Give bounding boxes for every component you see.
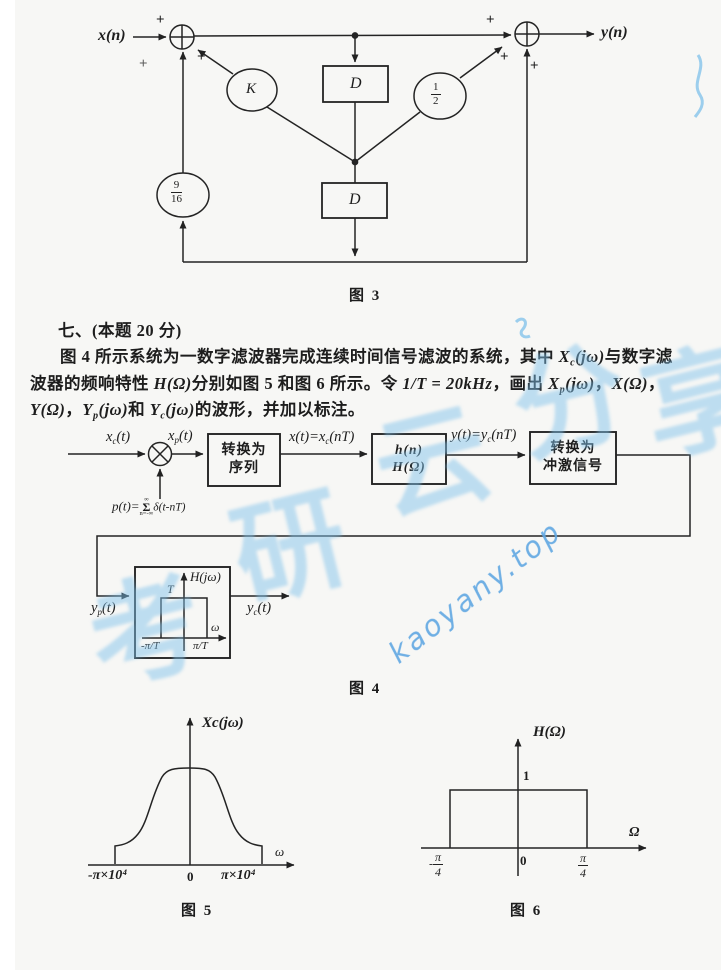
fig4-yn-label: y(t)=yc(nT) [451,427,517,445]
fig6-lineart [421,738,647,876]
to-sequence-box-label: 转换为序列 [221,443,267,476]
fig5-lineart [88,717,295,869]
fig4-lineart [68,431,691,659]
fig3-lineart [133,21,595,263]
fig5-neg-tick: -π×10⁴ [88,868,128,883]
fig4-filter-gain-label: T [167,582,174,596]
fig6-caption: 图 6 [510,903,543,919]
fig4-filter-pos-cutoff: π/T [193,640,208,652]
plus-sign: + [530,58,539,74]
fig5-omega-label: ω [275,844,285,859]
fig4-filter-neg-cutoff: -π/T [141,640,160,652]
multiplier-circle [147,441,173,467]
digital-filter-box-label: h(n)H(Ω) [392,442,426,474]
problem-line1: 图 4 所示系统为一数字滤波器完成连续时间信号滤波的系统，其中 Xc(jω)与数… [60,347,673,369]
fig3-gain-k-label: K [246,81,257,97]
fig5-zero-tick: 0 [187,869,194,884]
rect-response-curve [449,789,588,848]
fig5-title: Xc(jω) [202,715,244,731]
fig4-xc-label: xc(t) [106,429,131,447]
feedback-path [96,454,691,600]
problem-line3: Y(Ω)，Yp(jω)和 Yc(jω)的波形，并加以标注。 [30,400,365,422]
fig4-caption: 图 4 [349,681,382,697]
to-impulse-box [529,431,617,485]
fig3-delay1-label: D [350,75,362,92]
fig4-xn-label: x(t)=xc(nT) [289,429,355,447]
fig3-input-label: x(n) [98,27,126,44]
to-impulse-box-label: 转换为冲激信号 [543,441,603,474]
plus-sign: + [486,12,495,28]
fig6-title: H(Ω) [533,724,566,740]
scan-edge [0,0,15,970]
plus-sign: + [500,49,509,65]
fig3-output-label: y(n) [601,24,628,41]
problem-heading: 七、(本题 20 分) [58,321,182,340]
lowpass-filter-box [134,566,231,659]
fig4-filter-omega-label: ω [211,620,220,634]
problem-line2: 波器的频响特性 H(Ω)分别如图 5 和图 6 所示。令 1/T = 20kHz… [30,374,666,396]
fig3-delay2-label: D [349,191,361,208]
gain-k-circle [226,68,278,112]
fig6-zero-tick: 0 [520,853,527,868]
fig4-filter-axis-label: H(jω) [190,569,221,584]
plus-sign: + [156,12,165,28]
plus-sign: + [197,49,206,65]
fig4-xp-label: xp(t) [168,428,193,446]
to-sequence-box [207,433,281,487]
fig4-yc-label: yc(t) [247,600,272,618]
fig5-caption: 图 5 [181,903,214,919]
plus-sign: + [139,56,148,72]
watermark-squiggles [514,54,704,339]
fig6-one-label: 1 [523,768,530,783]
fig6-omega-label: Ω [629,825,640,840]
fig3-caption: 图 3 [349,288,382,304]
gain-half-circle [413,72,467,120]
fig4-yp-label: yp(t) [91,600,116,618]
digital-filter-box [371,433,447,485]
fig5-pos-tick: π×10⁴ [221,868,256,883]
lowpass-rect-sketch [160,597,208,638]
bell-spectrum-curve [114,767,263,864]
